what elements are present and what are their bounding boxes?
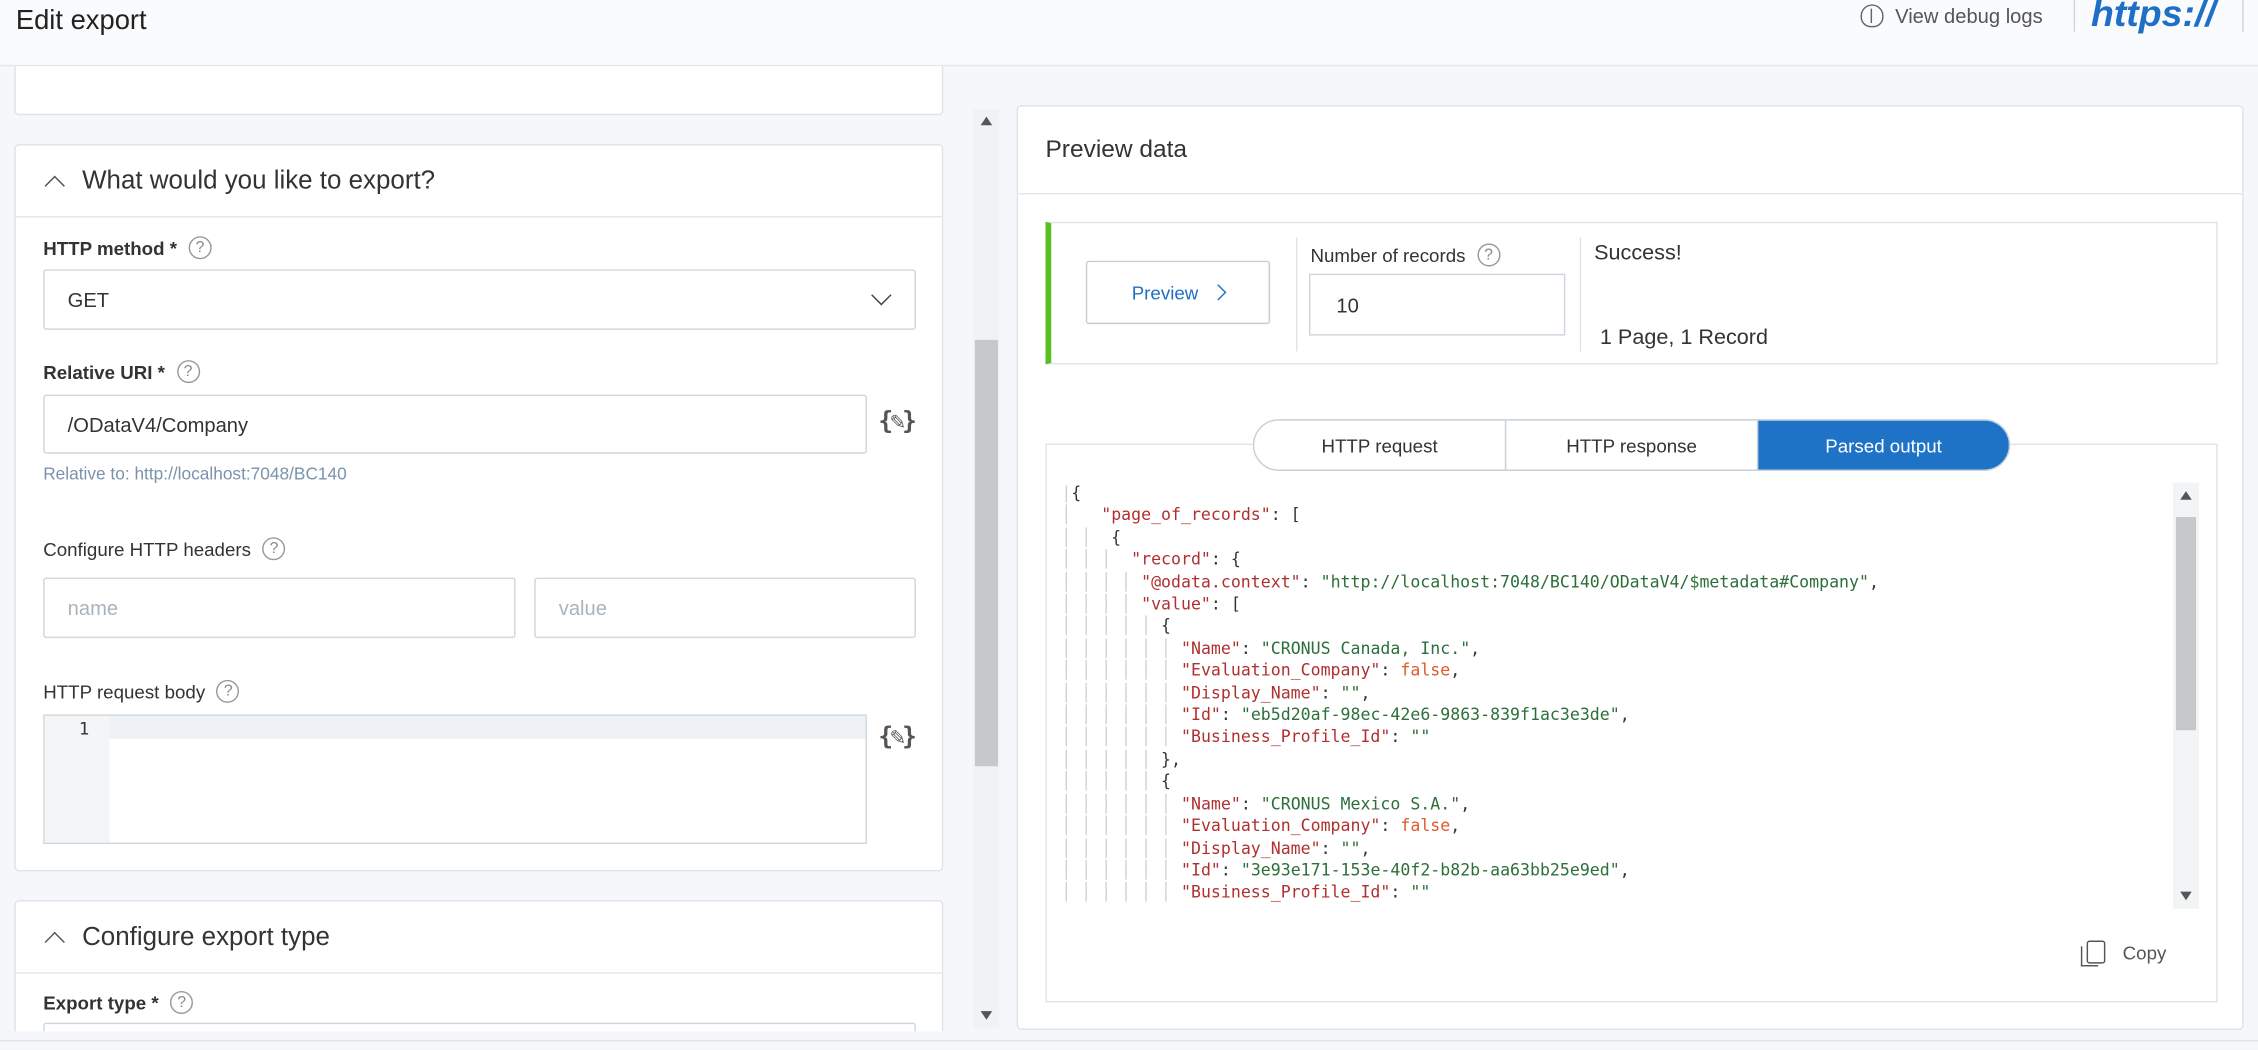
divider bbox=[1296, 237, 1298, 352]
export-type-label: Export type * ? bbox=[43, 990, 194, 1014]
request-body-editor[interactable]: 1 bbox=[43, 714, 867, 845]
tab-http-response[interactable]: HTTP response bbox=[1506, 420, 1759, 470]
records-label-text: Number of records bbox=[1310, 244, 1466, 266]
code-scrollbar[interactable] bbox=[2173, 482, 2199, 909]
active-line bbox=[109, 715, 866, 739]
relative-uri-label: Relative URI * ? bbox=[43, 360, 200, 384]
http-method-label: HTTP method * ? bbox=[43, 236, 212, 260]
what-export-card: What would you like to export? HTTP meth… bbox=[14, 144, 944, 872]
headers-label-text: Configure HTTP headers bbox=[43, 537, 251, 560]
body-label-text: HTTP request body bbox=[43, 680, 206, 703]
collapsed-card bbox=[14, 66, 944, 116]
scroll-up-arrow[interactable] bbox=[2180, 491, 2192, 500]
help-icon[interactable]: ? bbox=[176, 360, 200, 384]
preview-button[interactable]: Preview bbox=[1085, 260, 1271, 325]
export-type-header[interactable]: Configure export type bbox=[15, 902, 942, 974]
divider bbox=[0, 1039, 2258, 1042]
divider bbox=[1018, 193, 2243, 195]
http-method-value: GET bbox=[67, 288, 110, 312]
relative-uri-value: /ODataV4/Company bbox=[67, 412, 249, 436]
records-label: Number of records ? bbox=[1310, 243, 1501, 267]
left-panel: What would you like to export? HTTP meth… bbox=[0, 66, 962, 1032]
header-name-input[interactable]: name bbox=[43, 577, 516, 639]
scroll-down-arrow[interactable] bbox=[2180, 891, 2192, 901]
what-export-header[interactable]: What would you like to export? bbox=[15, 145, 942, 218]
divider bbox=[2073, 0, 2076, 32]
preview-panel: Preview data Preview Number of records ?… bbox=[1016, 105, 2244, 1030]
scroll-thumb[interactable] bbox=[974, 339, 998, 767]
copy-icon bbox=[2080, 940, 2106, 967]
output-box: HTTP request HTTP response Parsed output… bbox=[1045, 419, 2218, 1003]
parsed-output-code[interactable]: |{ │ "page_of_records": [ │ │ { │ │ │ "r… bbox=[1061, 482, 2176, 909]
chevron-up-icon bbox=[44, 174, 65, 196]
preview-button-label: Preview bbox=[1131, 281, 1199, 304]
relative-uri-label-text: Relative URI * bbox=[43, 360, 165, 383]
output-tabs: HTTP request HTTP response Parsed output bbox=[1252, 419, 2011, 471]
top-bar: Edit export View debug logs https:// bbox=[0, 0, 2258, 67]
http-method-select[interactable]: GET bbox=[43, 269, 916, 330]
scroll-down-arrow[interactable] bbox=[980, 1011, 993, 1020]
tab-http-request[interactable]: HTTP request bbox=[1254, 420, 1507, 470]
headers-label: Configure HTTP headers ? bbox=[43, 537, 286, 561]
chevron-right-icon bbox=[1210, 284, 1227, 301]
scroll-thumb[interactable] bbox=[2175, 517, 2197, 731]
summary-text: 1 Page, 1 Record bbox=[1599, 325, 1769, 351]
view-debug-logs-link[interactable]: View debug logs bbox=[1860, 4, 2043, 28]
line-number: 1 bbox=[78, 718, 90, 739]
preview-title: Preview data bbox=[1045, 135, 1188, 163]
divider bbox=[2242, 0, 2244, 32]
scroll-up-arrow[interactable] bbox=[980, 116, 993, 126]
export-type-card: Configure export type Export type * ? bbox=[14, 900, 944, 1032]
header-value-input[interactable]: value bbox=[534, 577, 916, 639]
what-export-title: What would you like to export? bbox=[82, 165, 436, 195]
page-title: Edit export bbox=[15, 5, 147, 37]
status-text: Success! bbox=[1594, 240, 1682, 266]
chevron-down-icon bbox=[871, 285, 892, 306]
line-gutter: 1 bbox=[44, 715, 110, 843]
export-type-select[interactable] bbox=[43, 1022, 916, 1032]
help-icon[interactable]: ? bbox=[216, 679, 240, 703]
help-icon[interactable]: ? bbox=[262, 537, 286, 561]
records-input[interactable]: 10 bbox=[1309, 273, 1566, 336]
left-scrollbar[interactable] bbox=[973, 109, 1000, 1029]
export-type-title: Configure export type bbox=[82, 921, 330, 951]
https-logo: https:// bbox=[2090, 0, 2216, 35]
help-icon[interactable]: ? bbox=[1476, 243, 1501, 267]
help-icon[interactable]: ? bbox=[170, 990, 194, 1014]
handlebars-editor-icon[interactable]: {✎} bbox=[878, 407, 916, 437]
handlebars-editor-icon[interactable]: {✎} bbox=[878, 723, 916, 752]
relative-hint: Relative to: http://localhost:7048/BC140 bbox=[43, 463, 347, 484]
divider bbox=[1579, 237, 1582, 352]
chevron-up-icon bbox=[44, 931, 65, 952]
export-type-label-text: Export type * bbox=[43, 991, 159, 1014]
copy-label: Copy bbox=[2122, 941, 2167, 963]
copy-button[interactable]: Copy bbox=[2080, 940, 2167, 967]
body-label: HTTP request body ? bbox=[43, 679, 240, 703]
preview-status-box: Preview Number of records ? 10 Success! … bbox=[1045, 221, 2218, 365]
relative-uri-input[interactable]: /ODataV4/Company bbox=[43, 394, 867, 454]
debug-logs-label: View debug logs bbox=[1895, 4, 2043, 28]
help-icon[interactable]: ? bbox=[188, 236, 212, 260]
http-method-label-text: HTTP method * bbox=[43, 236, 178, 259]
bug-icon bbox=[1860, 4, 1884, 28]
tab-parsed-output[interactable]: Parsed output bbox=[1758, 420, 2009, 470]
